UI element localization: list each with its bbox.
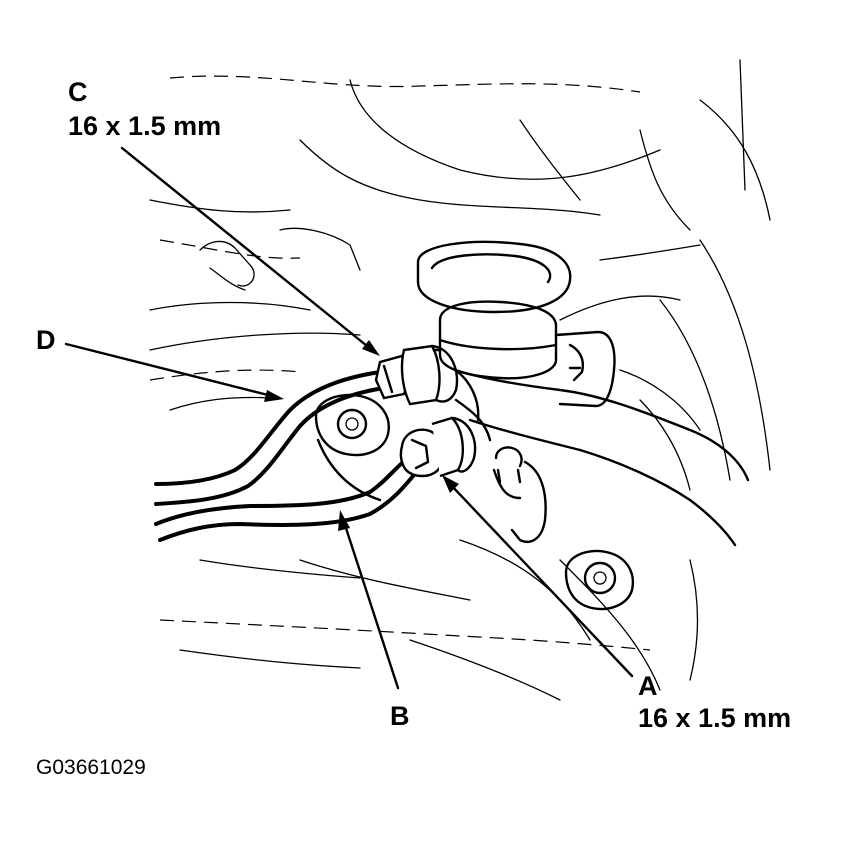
- mounting-bolts: [314, 393, 635, 611]
- arrowhead-a: [442, 475, 459, 493]
- leader-d: [64, 342, 274, 398]
- figure-code: G03661029: [36, 756, 146, 779]
- leader-c: [120, 146, 374, 352]
- master-cylinder: [404, 240, 750, 547]
- callout-c-spec: 16 x 1.5 mm: [68, 111, 222, 141]
- flare-nut-a: [399, 398, 492, 478]
- callout-d-letter: D: [36, 325, 56, 355]
- arrowhead-c: [362, 340, 380, 356]
- callout-a-spec: 16 x 1.5 mm: [638, 703, 792, 733]
- leader-b: [342, 520, 400, 690]
- brake-lines: [154, 370, 420, 542]
- arrowhead-d: [264, 390, 284, 402]
- callout-c-letter: C: [68, 77, 88, 107]
- callout-a-letter: A: [638, 671, 658, 701]
- background-components: [149, 59, 771, 701]
- flare-nut-c: [374, 344, 459, 406]
- leader-a: [448, 482, 634, 678]
- callout-b-letter: B: [390, 701, 410, 731]
- leader-lines: [64, 146, 634, 690]
- arrowhead-b: [338, 510, 350, 531]
